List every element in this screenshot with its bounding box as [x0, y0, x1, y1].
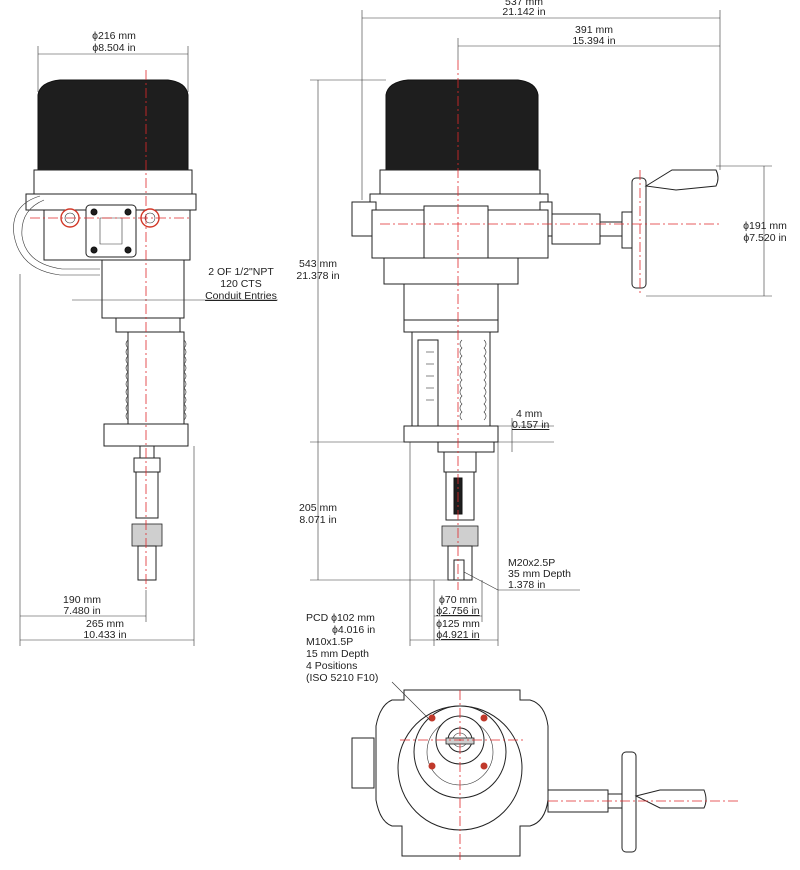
body-height-in: 21.378 in: [296, 270, 340, 282]
pcd-line2: ϕ4.016 in: [332, 624, 376, 636]
stroke-mm: 205 mm: [299, 502, 337, 514]
side-view-cover: [37, 79, 189, 171]
pcd-line4: 15 mm Depth: [306, 648, 370, 660]
flange-dia-mm: ϕ125 mm: [436, 618, 480, 630]
pcd-line6: (ISO 5210 F10): [306, 672, 379, 684]
cover-dia-in: ϕ8.504 in: [92, 42, 136, 54]
top-view: [351, 681, 740, 860]
flange-dia-in: ϕ4.921 in: [436, 629, 480, 641]
pcd-line5: 4 Positions: [306, 660, 358, 672]
base-265-mm: 265 mm: [86, 618, 124, 630]
thread-line1: M20x2.5P: [508, 557, 556, 569]
overall-width-mm: 537 mm: [505, 0, 543, 8]
handwheel-offset-in: 15.394 in: [572, 35, 616, 47]
top-view-handwheel: [621, 751, 637, 853]
base-190-in: 7.480 in: [63, 605, 101, 617]
base-265-in: 10.433 in: [83, 629, 127, 641]
handwheel-rim: [631, 177, 647, 289]
front-view-cover: [385, 79, 539, 171]
handwheel-dia-mm: ϕ191 mm: [743, 220, 787, 232]
shaft-dia-mm: ϕ70 mm: [439, 594, 477, 606]
flange-gap-in: 0.157 in: [512, 419, 550, 431]
pcd-line3: M10x1.5P: [306, 636, 354, 648]
cover-dia-mm: ϕ216 mm: [92, 30, 136, 42]
conduit-line3: Conduit Entries: [205, 290, 277, 302]
overall-width-in: 21.142 in: [502, 6, 546, 18]
conduit-line1: 2 OF 1/2"NPT: [208, 266, 274, 278]
flange-gap-mm: 4 mm: [516, 408, 543, 420]
side-view: [13, 70, 197, 590]
thread-line2: 35 mm Depth: [508, 568, 572, 580]
stroke-in: 8.071 in: [299, 514, 337, 526]
base-190-mm: 190 mm: [63, 594, 101, 606]
thread-line3: 1.378 in: [508, 579, 546, 591]
handwheel-offset-mm: 391 mm: [575, 24, 613, 36]
pcd-line1: PCD ϕ102 mm: [306, 612, 375, 624]
conduit-line2: 120 CTS: [220, 278, 262, 290]
shaft-dia-in: ϕ2.756 in: [436, 605, 480, 617]
body-height-mm: 543 mm: [299, 258, 337, 270]
front-view: [351, 60, 720, 590]
handwheel-dia-in: ϕ7.520 in: [743, 232, 787, 244]
dimension-lines: [19, 10, 772, 646]
